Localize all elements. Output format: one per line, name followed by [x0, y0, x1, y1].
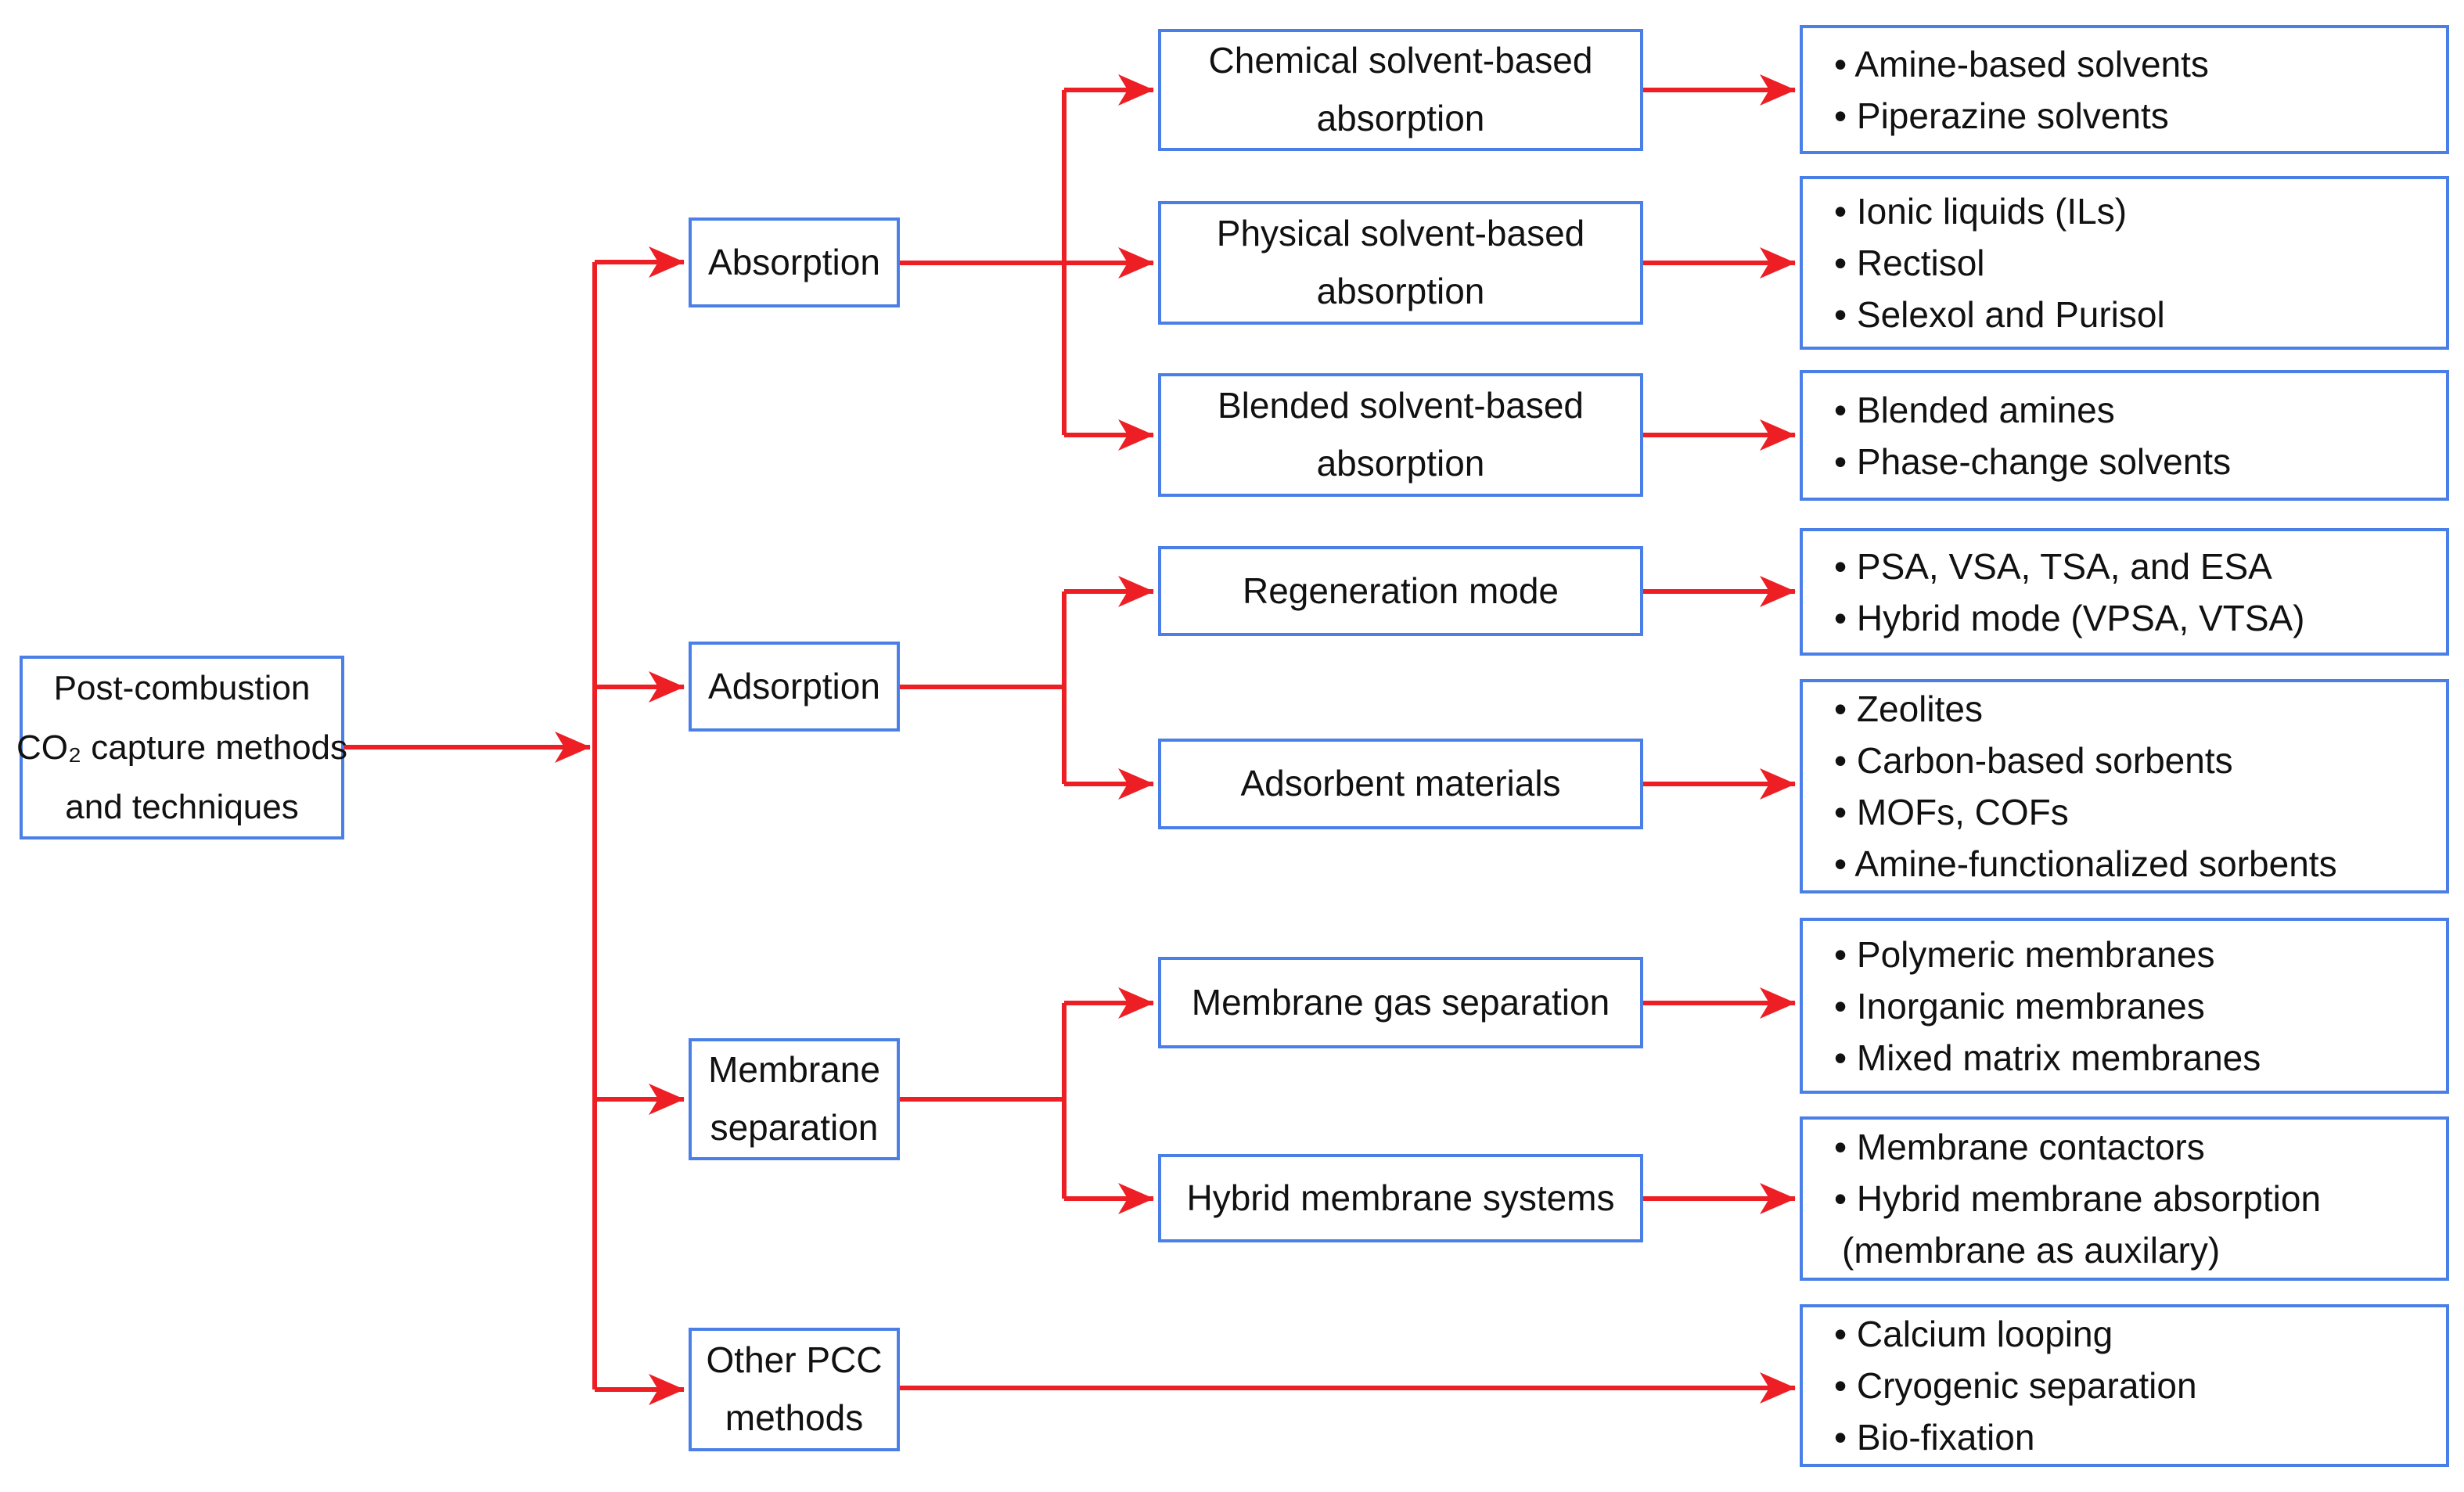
leaf-box-adsorbent-materials: • Zeolites • Carbon-based sorbents • MOF… — [1800, 679, 2449, 893]
branch-node-membrane-separation: Membrane separation — [689, 1038, 900, 1160]
leaf-item-line: • MOFs, COFs — [1834, 792, 2069, 832]
leaf-item-line: • Hybrid membrane absorption — [1834, 1178, 2322, 1219]
leaf-item-line: • Calcium looping — [1834, 1314, 2113, 1354]
subbranch-node-membrane-gas-separation: Membrane gas separation — [1158, 957, 1643, 1048]
leaf-item-line: • Cryogenic separation — [1834, 1365, 2197, 1406]
subbranch-node-physical-solvent-absorption: Physical solvent-based absorption — [1158, 201, 1643, 325]
leaf-item-line: • Piperazine solvents — [1834, 95, 2169, 136]
leaf-item-line: • Bio-fixation — [1834, 1417, 2035, 1458]
leaf-item-line: • Phase-change solvents — [1834, 440, 2232, 482]
subbranch-label: Hybrid membrane systems — [1186, 1177, 1615, 1218]
leaf-box-regeneration-modes: • PSA, VSA, TSA, and ESA • Hybrid mode (… — [1800, 528, 2449, 656]
branch-node-adsorption: Adsorption — [689, 642, 900, 732]
leaf-item-line: • Blended amines — [1834, 389, 2115, 430]
leaf-item-line: • Hybrid mode (VPSA, VTSA) — [1834, 597, 2305, 638]
subbranch-label: Physical solvent-based absorption — [1216, 213, 1585, 311]
branch-label: Absorption — [708, 241, 880, 282]
subbranch-label: Blended solvent-based absorption — [1218, 385, 1584, 484]
leaf-item-line: • Rectisol — [1834, 243, 1985, 283]
branch-label: Membrane separation — [708, 1049, 880, 1148]
subbranch-node-chemical-solvent-absorption: Chemical solvent-based absorption — [1158, 29, 1643, 151]
root-line: CO₂ capture methods — [16, 728, 348, 767]
leaf-item-line: • PSA, VSA, TSA, and ESA — [1834, 545, 2272, 587]
leaf-item-line: • Selexol and Purisol — [1834, 294, 2165, 335]
leaf-item-line: • Amine-functionalized sorbents — [1834, 843, 2337, 884]
subbranch-node-hybrid-membrane-systems: Hybrid membrane systems — [1158, 1154, 1643, 1242]
subbranch-label: Adsorbent materials — [1240, 763, 1561, 804]
subbranch-node-blended-solvent-absorption: Blended solvent-based absorption — [1158, 373, 1643, 497]
leaf-box-blended-solvents: • Blended amines • Phase-change solvents — [1800, 370, 2449, 501]
branch-label: Adsorption — [708, 665, 880, 706]
leaf-box-physical-solvents: • Ionic liquids (ILs) • Rectisol • Selex… — [1800, 176, 2449, 350]
leaf-item-line: • Carbon-based sorbents — [1834, 740, 2233, 781]
root-line: Post-combustion — [53, 668, 311, 707]
branch-node-other-pcc-methods: Other PCC methods — [689, 1328, 900, 1451]
leaf-item-line: • Amine-based solvents — [1834, 43, 2209, 84]
leaf-item-line: • Zeolites — [1834, 688, 1983, 729]
leaf-box-chemical-solvents: • Amine-based solvents • Piperazine solv… — [1800, 25, 2449, 154]
leaf-item-line: • Ionic liquids (ILs) — [1834, 191, 2128, 232]
subbranch-label: Membrane gas separation — [1191, 981, 1610, 1023]
root-line: and techniques — [65, 787, 299, 826]
leaf-item-line: • Mixed matrix membranes — [1834, 1037, 2261, 1078]
leaf-box-membrane-types: • Polymeric membranes • Inorganic membra… — [1800, 918, 2449, 1094]
root-node: Post-combustion CO₂ capture methods and … — [16, 656, 347, 839]
leaf-item-line: • Membrane contactors — [1834, 1127, 2205, 1167]
leaf-item-line-continuation: (membrane as auxilary) — [1842, 1230, 2221, 1271]
branch-node-absorption: Absorption — [689, 218, 900, 307]
leaf-item-line: • Polymeric membranes — [1834, 933, 2215, 975]
leaf-item-line: • Inorganic membranes — [1834, 985, 2205, 1026]
leaf-box-hybrid-membrane: • Membrane contactors • Hybrid membrane … — [1800, 1116, 2449, 1281]
subbranch-node-adsorbent-materials: Adsorbent materials — [1158, 739, 1643, 829]
subbranch-label: Regeneration mode — [1242, 570, 1559, 611]
branch-label: Other PCC methods — [706, 1339, 883, 1438]
subbranch-label: Chemical solvent-based absorption — [1208, 40, 1593, 138]
leaf-box-other-pcc: • Calcium looping • Cryogenic separation… — [1800, 1304, 2449, 1467]
subbranch-node-regeneration-mode: Regeneration mode — [1158, 546, 1643, 636]
